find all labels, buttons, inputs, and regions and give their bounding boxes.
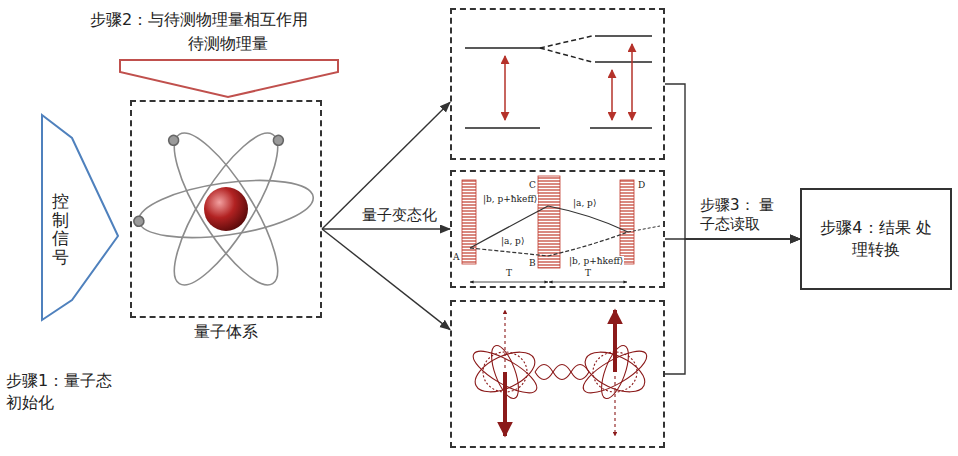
- box-text: 步骤4：结果 处理转换: [802, 217, 950, 261]
- entanglement: [468, 310, 652, 436]
- flow-arrow: [322, 229, 450, 330]
- step-label: 步骤2：与待测物理量相互作用: [90, 9, 308, 31]
- edge-label: 量子变态化: [362, 206, 442, 225]
- interferometer: [462, 176, 660, 282]
- signal-label: 控制信号: [52, 192, 69, 267]
- state-label: |b, p+ħkeff⟩: [568, 256, 624, 266]
- interval-label: T: [505, 268, 513, 278]
- interval-label: T: [584, 268, 592, 278]
- state-label: |b, p+ħkeff⟩: [482, 194, 538, 204]
- point-label: A: [452, 252, 461, 262]
- flow-arrow: [322, 228, 450, 229]
- energy-level-box: [450, 8, 665, 160]
- system-box: 量子体系: [130, 100, 322, 318]
- energy-levels: [465, 36, 652, 128]
- flow-arrow: [322, 102, 450, 229]
- result-box: 步骤4：结果 处理转换: [800, 188, 952, 290]
- step-label: 步骤1：量子态 初始化: [6, 370, 118, 414]
- point-label: B: [528, 258, 537, 268]
- flow-arrow: [665, 239, 800, 374]
- input-arrow: [120, 60, 338, 97]
- flow-arrow: [665, 84, 800, 239]
- point-label: D: [637, 180, 646, 190]
- box-heading: 量子体系: [132, 321, 320, 343]
- state-label: |a, p⟩: [500, 236, 525, 246]
- quantity-label: 待测物理量: [188, 33, 268, 55]
- atom: [130, 118, 316, 297]
- point-label: C: [528, 180, 537, 190]
- edge-label: 步骤3： 量子态读取: [700, 196, 784, 234]
- control-arrow: [42, 115, 118, 320]
- entanglement-box: [450, 300, 665, 448]
- interferometer-box: [450, 170, 665, 288]
- state-label: |a, p⟩: [572, 198, 597, 208]
